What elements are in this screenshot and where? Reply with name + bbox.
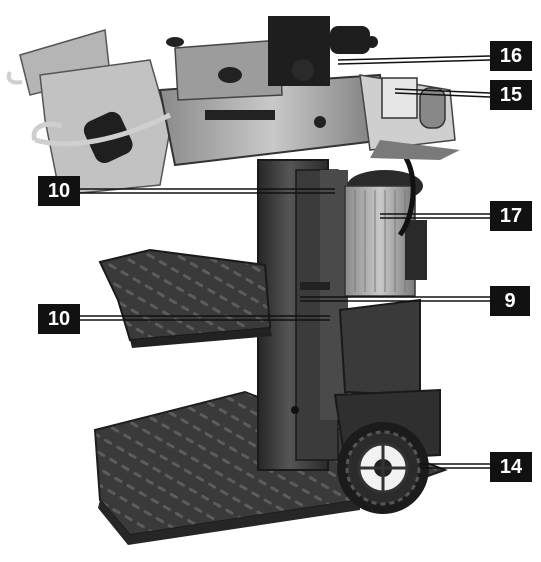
electric-motor [344,148,427,297]
leader-lines [80,55,491,469]
callout-9: 9 [490,286,530,316]
callout-14: 14 [490,452,532,482]
main-column [257,159,348,471]
callout-17: 17 [490,201,532,231]
callout-16: 16 [490,41,532,71]
callout-10-upper: 10 [38,176,80,206]
callout-10-lower: 10 [38,304,80,334]
callout-15: 15 [490,80,532,110]
wheel [337,422,429,514]
top-beam [6,16,460,196]
log-table [98,248,272,348]
